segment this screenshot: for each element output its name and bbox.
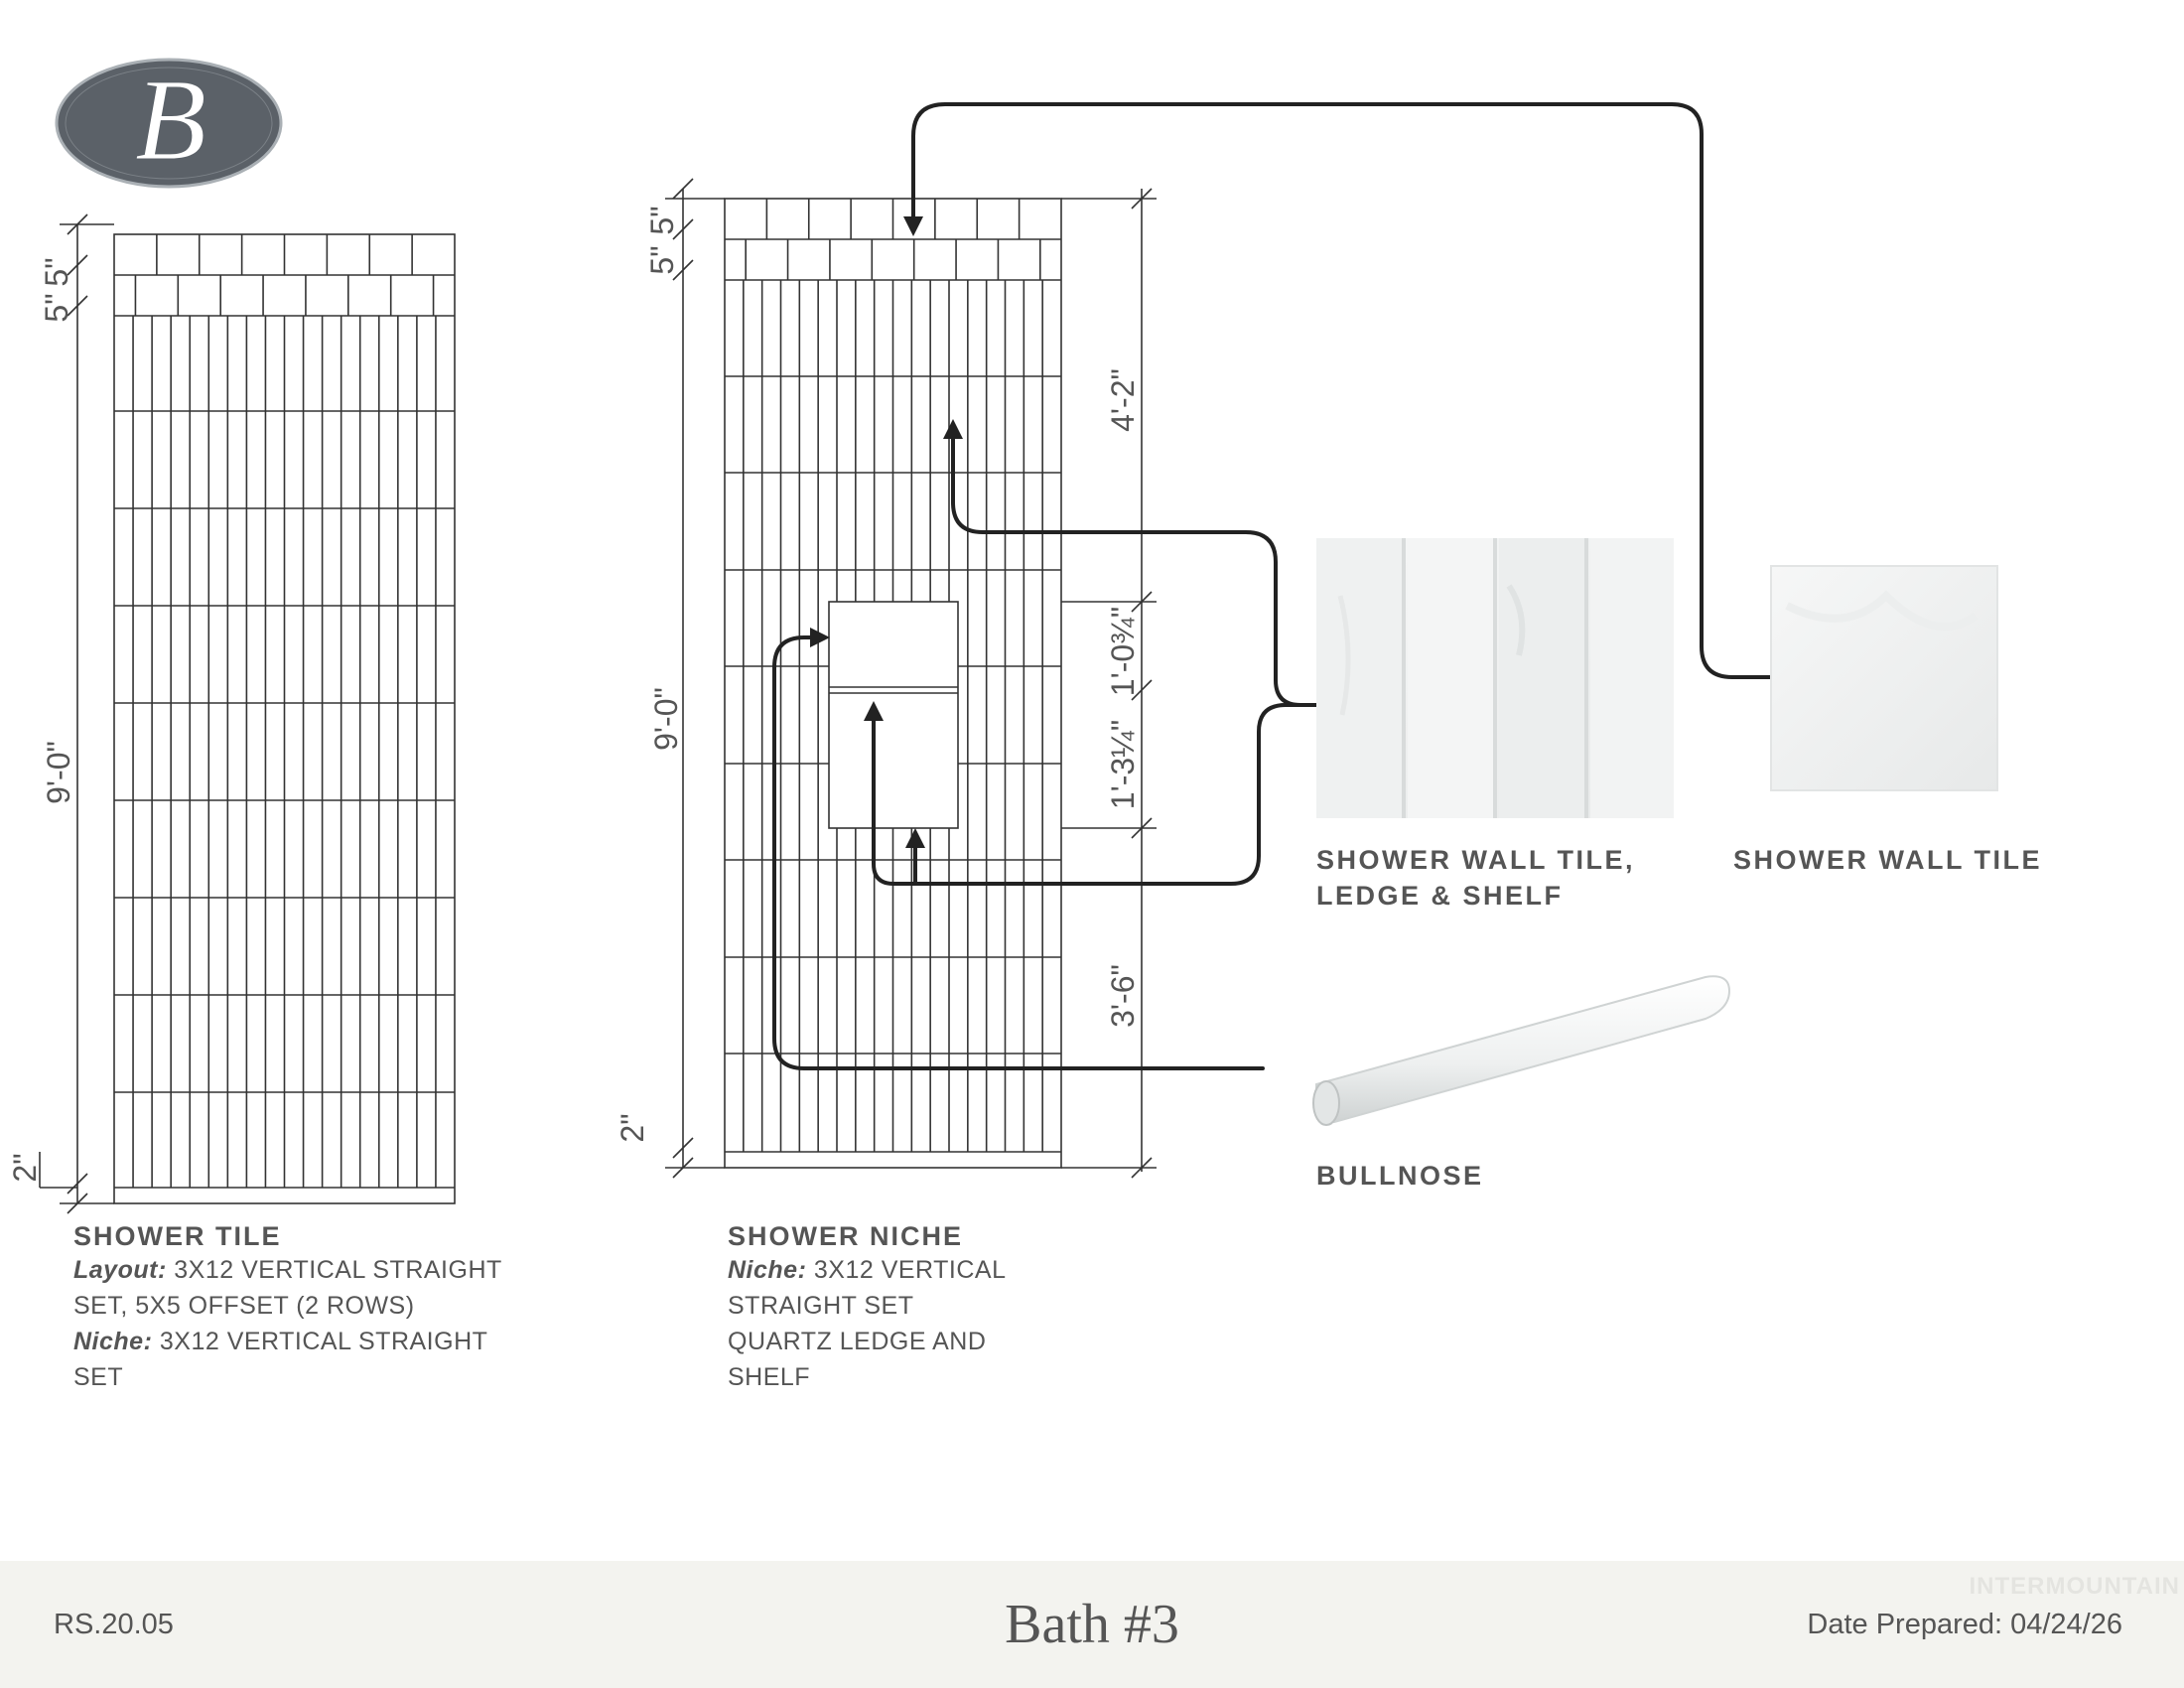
layout-value: 3X12 VERTICAL STRAIGHT [174, 1256, 502, 1284]
arrow-to-top-rows [903, 102, 1775, 679]
connector-arrows [772, 102, 1775, 1070]
wall-tile-label: SHOWER WALL TILE [1733, 845, 2042, 875]
wall-tile-ledge-line1: SHOWER WALL TILE, [1316, 845, 1635, 875]
svg-text:B: B [135, 55, 206, 185]
dim-height: 9'-0" [41, 741, 76, 804]
footer: INTERMOUNTAIN RS.20.05 Bath #3 Date Prep… [0, 1561, 2184, 1688]
dim-niche-upper: 1'-0¾" [1105, 607, 1141, 696]
dim-top1: 5" [644, 206, 680, 234]
niche-line-3: QUARTZ LEDGE AND [728, 1328, 987, 1355]
bullnose-label: BULLNOSE [1316, 1161, 1484, 1191]
dim-upper: 4'-2" [1105, 368, 1141, 432]
caption-title: SHOWER NICHE [728, 1221, 964, 1251]
layout-value-2: SET, 5X5 OFFSET (2 ROWS) [73, 1292, 415, 1320]
niche-key: Niche: [73, 1328, 153, 1355]
niche-line-2: STRAIGHT SET [728, 1292, 914, 1320]
niche-elevation-dim-labels: 5" 5" 9'-0" 2" 4'-2" 1'-0¾" 1'-3¼" 3'-6" [614, 206, 1141, 1142]
layout-key: Layout: [73, 1256, 167, 1284]
dim-top2: 5" [39, 293, 74, 322]
left-elevation-dim-labels: 5" 5" 9'-0" 2" [7, 257, 76, 1182]
dim-lower: 3'-6" [1105, 964, 1141, 1028]
left-elevation-dimensions [39, 213, 114, 1214]
dim-bottom: 2" [614, 1113, 650, 1142]
logo: B [55, 55, 283, 189]
arrow-to-wall-field [943, 419, 1318, 707]
project-code: RS.20.05 [54, 1609, 174, 1640]
niche-elevation-dimensions [665, 178, 1157, 1179]
date-prepared: Date Prepared: 04/24/26 [1807, 1609, 2122, 1640]
shower-niche-caption: SHOWER NICHE Niche: 3X12 VERTICAL STRAIG… [728, 1221, 1007, 1395]
dim-height: 9'-0" [648, 687, 684, 751]
bullnose-swatch [1312, 975, 1731, 1126]
dim-niche-lower: 1'-3¼" [1105, 720, 1141, 809]
niche-box [828, 601, 959, 829]
niche-key: Niche: [728, 1256, 807, 1284]
niche-value: 3X12 VERTICAL STRAIGHT [159, 1328, 488, 1355]
page-title: Bath #3 [1005, 1594, 1179, 1655]
dim-bottom: 2" [7, 1153, 43, 1182]
shower-wall-tile-swatch [1316, 538, 1674, 818]
caption-title: SHOWER TILE [73, 1221, 282, 1251]
shower-tile-elevation [113, 233, 456, 1204]
arrow-to-ledge [864, 701, 1318, 886]
niche-value-2: SET [73, 1363, 124, 1391]
arrow-bullnose-to-niche [772, 628, 1265, 1070]
shower-tile-caption: SHOWER TILE Layout: 3X12 VERTICAL STRAIG… [73, 1221, 502, 1395]
wall-tile-ledge-line2: LEDGE & SHELF [1316, 881, 1564, 911]
niche-value: 3X12 VERTICAL [813, 1256, 1007, 1284]
dim-top2: 5" [644, 245, 680, 274]
wall-tile-ledge-label: SHOWER WALL TILE, LEDGE & SHELF [1316, 842, 1635, 914]
dim-top1: 5" [39, 257, 74, 286]
niche-line-4: SHELF [728, 1363, 811, 1391]
watermark: INTERMOUNTAIN [1969, 1573, 2180, 1600]
shower-wall-square-tile-swatch [1770, 565, 1998, 791]
